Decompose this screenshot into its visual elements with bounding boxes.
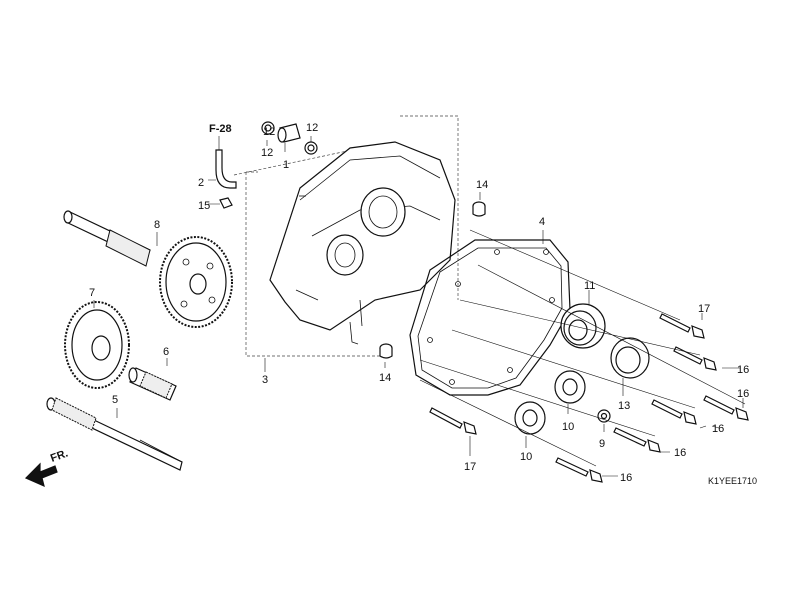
front-direction-arrow: FR. xyxy=(24,447,70,488)
callout-16d: 16 xyxy=(674,447,686,459)
breather-tube xyxy=(215,136,237,189)
gear-7 xyxy=(64,301,130,389)
callout-14a: 14 xyxy=(476,179,488,191)
bolt-16-d xyxy=(613,427,661,453)
callout-11: 11 xyxy=(584,280,595,292)
bolt-16-c xyxy=(651,399,697,425)
cover-gasket xyxy=(409,239,571,396)
bolt-17-lower xyxy=(429,407,477,435)
diagram-code-label: K1YEE1710 xyxy=(708,476,757,486)
callout-12a: 12 xyxy=(263,126,275,138)
dowel-pin-upper xyxy=(472,201,486,217)
callout-16a: 16 xyxy=(737,364,749,376)
oil-seal-right xyxy=(304,141,318,155)
callout-5: 5 xyxy=(112,394,118,406)
callout-12b: 12 xyxy=(261,147,273,159)
callout-12c: 12 xyxy=(306,122,318,134)
callout-14b: 14 xyxy=(379,372,391,384)
callout-2: 2 xyxy=(198,177,204,189)
transmission-cover xyxy=(269,141,456,345)
bolt-16-a xyxy=(673,346,717,371)
callout-16c: 16 xyxy=(712,423,724,435)
gear-8 xyxy=(159,236,233,328)
shaft-5 xyxy=(46,397,183,471)
callout-7: 7 xyxy=(89,287,95,299)
callout-10a: 10 xyxy=(562,421,574,433)
oil-seal-left xyxy=(261,121,275,135)
gear-6 xyxy=(128,367,177,401)
bearing-large xyxy=(560,303,606,349)
bolt-16-e xyxy=(555,457,603,483)
callout-8: 8 xyxy=(154,219,160,231)
washer-9 xyxy=(597,409,611,423)
oil-seal-13 xyxy=(610,337,650,379)
cover-group-box xyxy=(245,115,459,357)
bearing-10-lower xyxy=(514,401,546,435)
bolt-16-b xyxy=(703,395,749,421)
callout-4: 4 xyxy=(539,216,545,228)
front-marker-label: FR. xyxy=(49,447,70,464)
reference-f28-label: F-28 xyxy=(209,123,232,135)
bearing-10-upper xyxy=(554,370,586,404)
callout-6: 6 xyxy=(163,346,169,358)
callout-17b: 17 xyxy=(464,461,476,473)
callout-9: 9 xyxy=(599,438,605,450)
bolt-17-upper xyxy=(659,313,705,339)
callout-16e: 16 xyxy=(620,472,632,484)
callout-3: 3 xyxy=(262,374,268,386)
hose-clip xyxy=(219,197,233,209)
collar xyxy=(277,123,301,143)
callout-17a: 17 xyxy=(698,303,710,315)
callout-1: 1 xyxy=(283,159,289,171)
callout-13: 13 xyxy=(618,400,630,412)
callout-15: 15 xyxy=(198,200,210,212)
callout-16b: 16 xyxy=(737,388,749,400)
dowel-pin-lower xyxy=(379,343,393,359)
shaft-8 xyxy=(63,210,151,267)
callout-10b: 10 xyxy=(520,451,532,463)
